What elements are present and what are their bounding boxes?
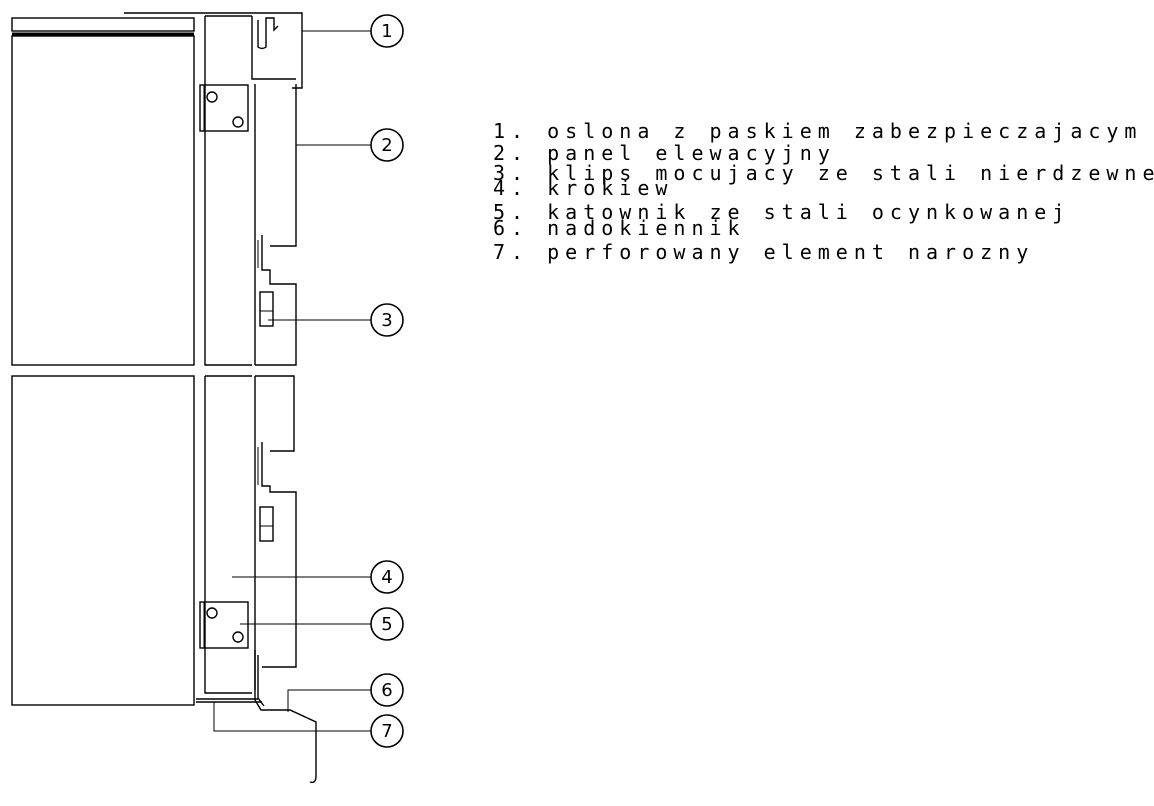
wall-block-upper: [11, 35, 195, 366]
legend-item-2: 2. panel elewacyjny: [493, 141, 836, 165]
callout-1: 1: [370, 14, 404, 48]
leader-lines: [213, 30, 371, 732]
rafters: [204, 15, 252, 694]
callout-2-label: 2: [381, 135, 392, 156]
legend-item-6: 6. nadokiennik: [493, 216, 746, 240]
masonry-wall: [11, 35, 195, 706]
lintel-flashing: [254, 650, 317, 784]
legend: 1. oslona z paskiem zabezpieczajacym 2. …: [493, 119, 1154, 264]
legend-item-7: 7. perforowany element narozny: [493, 240, 1034, 264]
callout-5-label: 5: [381, 614, 392, 635]
rafter-upper: [204, 15, 252, 366]
rafter-lower: [204, 375, 252, 694]
callout-4: 4: [370, 560, 404, 594]
callout-7: 7: [370, 714, 404, 748]
callout-5: 5: [370, 607, 404, 641]
wall-block-lower: [11, 375, 195, 706]
callout-2: 2: [370, 128, 404, 162]
callout-4-label: 4: [381, 567, 392, 588]
legend-item-4: 4. krokiew: [493, 176, 673, 200]
legend-item-5: 5. katownik ze stali ocynkowanej: [493, 200, 1070, 224]
callout-6: 6: [370, 673, 404, 707]
facade-panel-lower: [254, 375, 297, 690]
legend-item-1: 1. oslona z paskiem zabezpieczajacym: [493, 119, 1142, 143]
clip-lower: [259, 506, 274, 542]
callout-7-label: 7: [381, 721, 392, 742]
callout-6-label: 6: [381, 680, 392, 701]
callout-1-label: 1: [381, 21, 392, 42]
top-cover-flashing: [124, 12, 303, 89]
angle-bracket-upper: [199, 84, 249, 132]
callout-3-label: 3: [381, 310, 392, 331]
clip-upper: [259, 291, 274, 327]
legend-item-3: 3. klips mocujacy ze stali nierdzewnej: [493, 161, 1154, 185]
facade-panel-upper: [254, 84, 297, 366]
top-sill-board: [11, 17, 195, 36]
perforated-corner-element: [196, 698, 262, 703]
angle-bracket-lower: [199, 601, 249, 649]
callout-3: 3: [370, 303, 404, 337]
